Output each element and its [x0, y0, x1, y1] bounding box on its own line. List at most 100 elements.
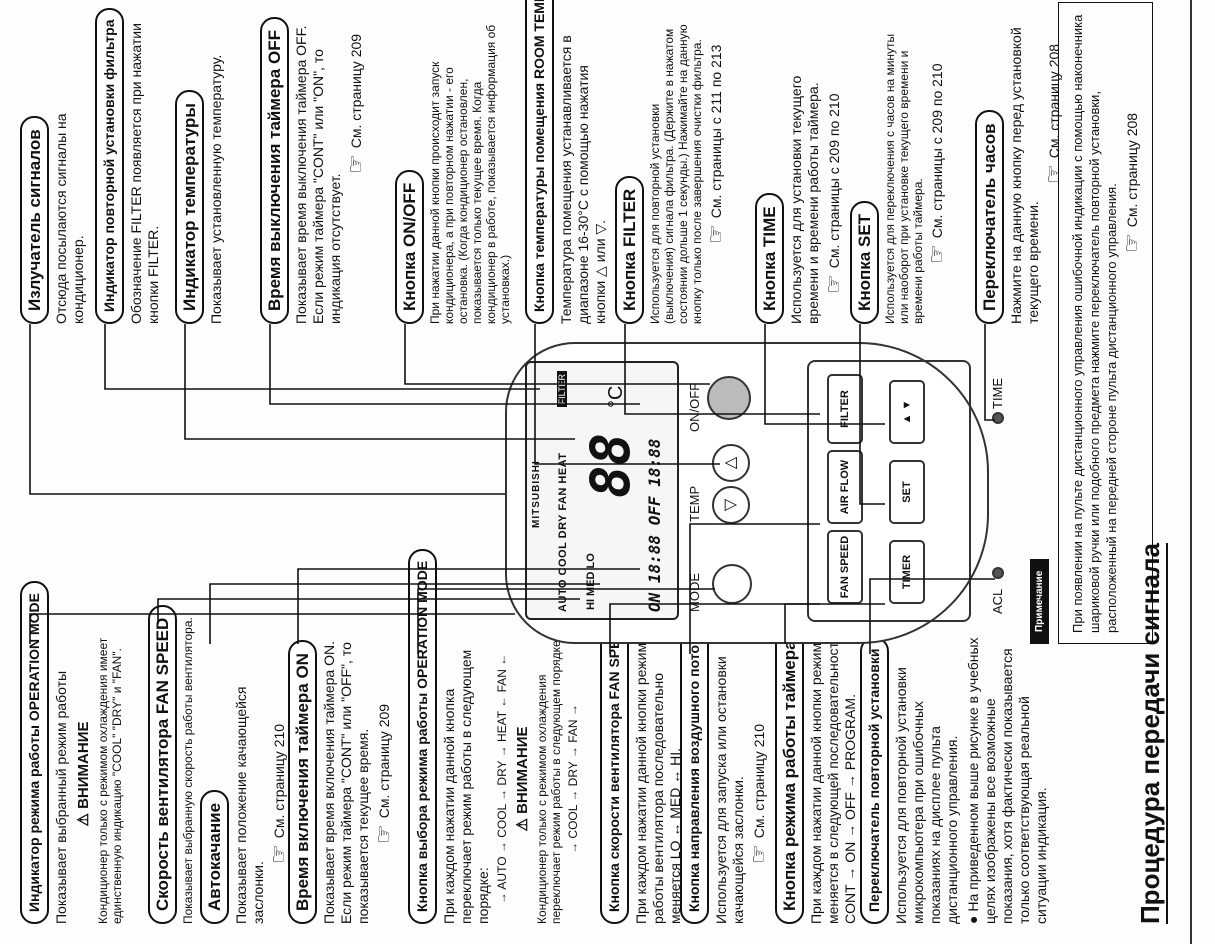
see-page: ☜См. страницы с 209 по 210 — [821, 93, 846, 294]
callout-title: Излучатель сигналов — [20, 116, 49, 324]
time-arrows-button[interactable]: ▲ ▼ — [889, 380, 925, 444]
temp-down-button[interactable]: ▽ — [712, 486, 750, 524]
callout-title: Кнопка ON/OFF — [395, 169, 424, 324]
bullet-note: ● На приведенном выше рисунке в учебных … — [965, 637, 1049, 924]
lcd-display: MITSUBISHI AUTO COOL DRY FAN HEAT FILTER… — [525, 361, 679, 620]
warning-text: Кондиционер только с режимом охлаждения … — [535, 636, 563, 924]
callout-title: Автокачание — [200, 789, 229, 924]
section-heading: Процедура передачи сигнала — [1135, 543, 1168, 924]
set-button[interactable]: SET — [889, 460, 925, 524]
filter-button[interactable]: FILTER — [827, 374, 863, 444]
callout-desc: При каждом нажатии данной кнопка переклю… — [441, 649, 491, 924]
callout-desc: Используется для установки текущего врем… — [788, 75, 821, 324]
callout-signal-emitter: Излучатель сигналов Отсюда посылаются си… — [20, 24, 87, 324]
see-page: ☜См. страницы с 211 по 213 — [703, 44, 728, 244]
callout-title: Время включения таймера ON — [288, 640, 317, 924]
pointing-hand-icon: ☜ — [371, 824, 396, 844]
callout-title: Индикатор режима работы OPERATION MODE — [20, 581, 49, 924]
temp-up-button[interactable]: △ — [712, 444, 750, 482]
callout-auto-swing: Автокачание Показывает положение качающе… — [200, 624, 291, 924]
callout-clock-switch: Переключатель часов Нажмите на данную кн… — [975, 24, 1066, 324]
callout-operation-mode-indicator: Индикатор режима работы OPERATION MODE П… — [20, 581, 124, 924]
remote-body: MITSUBISHI AUTO COOL DRY FAN HEAT FILTER… — [505, 342, 989, 644]
lcd-fan-speeds: HI MED LO — [585, 553, 597, 610]
pointing-hand-icon: ☜ — [703, 224, 728, 244]
callout-time-button: Кнопка TIME Используется для установки т… — [755, 24, 846, 324]
air-flow-button[interactable]: AIR FLOW — [827, 450, 863, 524]
callout-title: Кнопка режима работы таймера — [775, 627, 804, 924]
callout-title: Кнопка скорости вентилятора FAN SPEED — [600, 608, 629, 924]
pointing-hand-icon: ☜ — [1119, 233, 1144, 253]
remote-control-illustration: MITSUBISHI AUTO COOL DRY FAN HEAT FILTER… — [505, 342, 989, 644]
time-switch[interactable] — [992, 412, 1004, 424]
callout-desc: Используется для повторной установки (вы… — [648, 24, 704, 324]
acl-label: ACL — [990, 588, 1005, 614]
callout-title: Кнопка TIME — [755, 193, 784, 324]
callout-timer-off: Время выключения таймера OFF Показывает … — [260, 17, 368, 324]
lcd-modes: AUTO COOL DRY FAN HEAT — [557, 452, 569, 612]
fan-speed-button[interactable]: FAN SPEED — [827, 530, 863, 604]
callout-desc: Показывает выбранный режим работы — [53, 670, 69, 924]
warning-label: ⚠ ВНИМАНИЕ — [514, 726, 531, 832]
callout-title: Переключатель часов — [975, 110, 1004, 324]
callout-timer-button: Кнопка режима работы таймера При каждом … — [775, 624, 859, 924]
divider — [1190, 0, 1192, 944]
callout-desc: Нажмите на данную кнопку перед установко… — [1008, 27, 1041, 324]
callout-title: Переключатель повторной установки — [860, 636, 889, 924]
see-page: ☜См. страницу 209 — [343, 33, 368, 174]
mode-button[interactable] — [712, 564, 752, 604]
pointing-hand-icon: ☜ — [343, 154, 368, 174]
pointing-hand-icon: ☜ — [746, 844, 771, 864]
note-tag: Примечание — [1030, 558, 1049, 644]
leader-line — [104, 324, 540, 390]
callout-desc: Показывает положение качающейся заслонки… — [233, 686, 266, 924]
callout-set-button: Кнопка SET Используется для переключения… — [850, 24, 949, 324]
pointing-hand-icon: ☜ — [924, 244, 949, 264]
callout-title: Кнопка направления воздушного потока — [680, 618, 709, 924]
callout-title: Время выключения таймера OFF — [260, 17, 289, 324]
callout-desc: При нажатии данной кнопки происходит зап… — [428, 24, 512, 324]
see-page: ☜См. страницу 210 — [746, 723, 771, 864]
callout-desc: При каждом нажатии данной кнопки режим м… — [808, 634, 858, 924]
callout-mode-button: Кнопка выбора режима работы OPERATION MO… — [408, 548, 580, 924]
callout-title: Скорость вентилятора FAN SPEED — [148, 604, 177, 924]
callout-room-temp-button: Кнопка температуры помещения ROOM TEMP. … — [525, 0, 609, 324]
callout-desc: Обозначение FILTER появляется при нажати… — [128, 23, 161, 324]
callout-desc: Показывает выбранную скорость работы вен… — [181, 617, 195, 924]
callout-desc: Показывает установленную температуру. — [208, 54, 224, 324]
see-page: ☜См. страницу 210 — [266, 723, 291, 864]
callout-title: Кнопка выбора режима работы OPERATION MO… — [408, 548, 437, 924]
callout-desc: Отсюда посылаются сигналы на кондиционер… — [53, 113, 86, 324]
lower-button-panel: FAN SPEED AIR FLOW FILTER TIMER SET ▲ ▼ — [807, 360, 971, 622]
onoff-button[interactable] — [707, 376, 751, 420]
brand-logo: MITSUBISHI — [531, 460, 542, 528]
lcd-filter-tag: FILTER — [557, 371, 567, 408]
timer-button[interactable]: TIMER — [889, 540, 925, 604]
pointing-hand-icon: ☜ — [266, 844, 291, 864]
callout-desc: Используется для повторной установки мик… — [893, 667, 960, 924]
temp-label: TEMP — [687, 485, 702, 522]
callout-airflow-button: Кнопка направления воздушного потока Исп… — [680, 618, 771, 924]
callout-timer-on: Время включения таймера ON Показывает вр… — [288, 624, 396, 924]
callout-desc: При каждом нажатии данной кнопки режим р… — [633, 642, 683, 924]
pointing-hand-icon: ☜ — [821, 274, 846, 294]
warning-label: ⚠ ВНИМАНИЕ — [75, 721, 92, 827]
leader-line — [29, 324, 505, 495]
callout-onoff-button: Кнопка ON/OFF При нажатии данной кнопки … — [395, 24, 512, 324]
note-text: При появлении на пульте дистанционного у… — [1070, 14, 1119, 633]
mode-sequence: → AUTO → COOL → DRY → HEAT ← FAN ← — [495, 653, 509, 905]
callout-filter-indicator: Индикатор повторной установки фильтра Об… — [95, 7, 162, 324]
lcd-temperature: 88 — [579, 432, 642, 498]
lcd-unit: °C — [605, 385, 627, 408]
callout-title: Индикатор повторной установки фильтра — [95, 7, 124, 324]
callout-desc: Используется для запуска или остановки к… — [713, 656, 746, 924]
callout-title: Кнопка температуры помещения ROOM TEMP. — [525, 0, 554, 324]
callout-temperature-indicator: Индикатор температуры Показывает установ… — [175, 24, 225, 324]
callout-filter-button: Кнопка FILTER Используется для повторной… — [615, 24, 728, 324]
see-page: ☜См. страницу 209 — [371, 703, 396, 844]
acl-switch[interactable] — [992, 567, 1004, 579]
callout-desc: Используется для переключения с часов на… — [883, 33, 925, 324]
callout-fan-button: Кнопка скорости вентилятора FAN SPEED Пр… — [600, 608, 684, 924]
